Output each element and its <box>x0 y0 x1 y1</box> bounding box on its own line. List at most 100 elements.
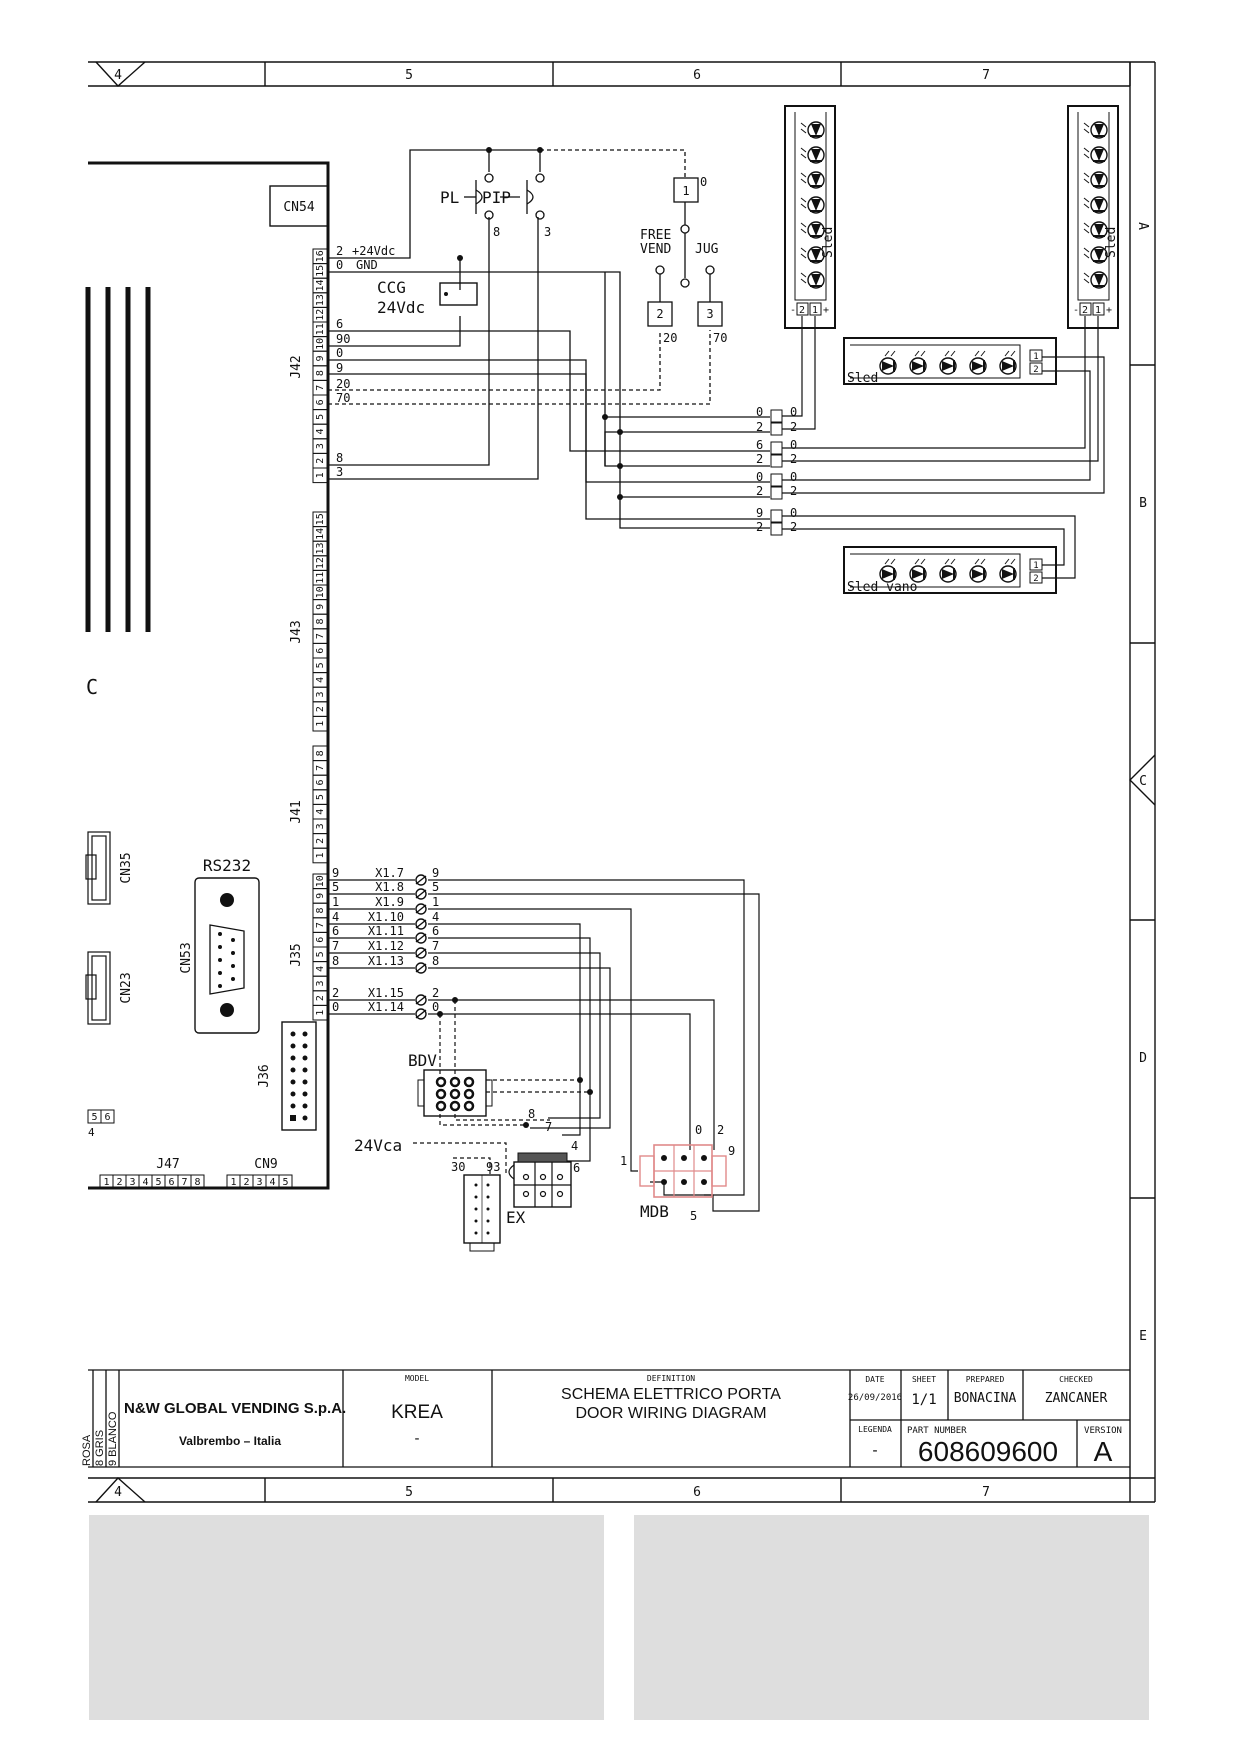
svg-text:2: 2 <box>717 1123 724 1137</box>
pin-number: 2 <box>116 1177 122 1188</box>
pin-number: 9 <box>315 893 326 899</box>
pin-number: 9 <box>315 604 326 610</box>
company-name: N&W GLOBAL VENDING S.p.A. <box>124 1400 346 1417</box>
lower-numbers: 8 7 4 6 30 93 0 2 9 1 5 <box>451 1107 735 1223</box>
svg-text:2: 2 <box>790 452 797 466</box>
pin-number: 10 <box>315 338 326 350</box>
pin-number: 7 <box>315 922 326 928</box>
svg-text:DEFINITION: DEFINITION <box>647 1374 695 1383</box>
col-marker-5: 5 <box>405 68 413 83</box>
sled-label-h1: Sled <box>847 371 878 386</box>
svg-text:0: 0 <box>700 175 707 189</box>
pin-number: 1 <box>315 472 326 478</box>
pl-pip-switches <box>464 150 545 220</box>
pin-number: 7 <box>315 385 326 391</box>
svg-text:LEGENDA: LEGENDA <box>858 1425 892 1434</box>
svg-text:2: 2 <box>799 305 805 316</box>
pin-number: 6 <box>315 937 326 943</box>
pin-number: 7 <box>181 1177 187 1188</box>
svg-text:2: 2 <box>1033 574 1038 584</box>
blank-panel-right <box>634 1515 1149 1720</box>
pin-number: 3 <box>256 1177 262 1188</box>
svg-text:1: 1 <box>1033 352 1038 362</box>
pin-number: 8 <box>315 907 326 913</box>
pin-number: 10 <box>315 875 326 887</box>
pl-out-num: 8 <box>493 225 500 239</box>
sheet-value: 1/1 <box>911 1392 936 1408</box>
svg-text:2: 2 <box>756 484 763 498</box>
j42-wire-70: 70 <box>336 391 350 405</box>
pin-number: 14 <box>315 279 326 291</box>
j35-dashed <box>413 1000 590 1175</box>
col-marker-6: 6 <box>693 68 701 83</box>
j35-right-number: 1 <box>432 895 439 909</box>
j42-wire-labels: 2 +24Vdc 0 GND 6 90 0 9 20 70 8 3 <box>336 244 395 479</box>
j35-right-number: 9 <box>432 866 439 880</box>
fragment-pin-4: 4 <box>88 1126 95 1139</box>
svg-text:0: 0 <box>790 506 797 520</box>
sled-horizontal-1: 1 2 Sled <box>843 337 1057 386</box>
svg-text:PART NUMBER: PART NUMBER <box>907 1426 967 1436</box>
cn9-label: CN9 <box>254 1157 277 1172</box>
sled-label-2: Sled <box>1104 227 1119 258</box>
j35-label: J35 <box>289 943 304 966</box>
svg-text:2: 2 <box>790 484 797 498</box>
svg-text:-: - <box>870 1441 879 1459</box>
svg-text:2: 2 <box>790 520 797 534</box>
svg-text:0: 0 <box>790 405 797 419</box>
j42-wire-8: 8 <box>336 451 343 465</box>
pin-number: 6 <box>315 648 326 654</box>
pin-number: 8 <box>194 1177 200 1188</box>
pin-number: 2 <box>315 706 326 712</box>
j35-right-number: 2 <box>432 986 439 1000</box>
ccg-component: CCG 24Vdc <box>377 278 478 317</box>
svg-text:93: 93 <box>486 1160 500 1174</box>
main-board <box>85 161 330 1190</box>
j35-right-number: 4 <box>432 910 439 924</box>
j36-header <box>281 1021 317 1131</box>
blank-panel-left <box>89 1515 604 1720</box>
j42-wiring <box>328 149 770 529</box>
j35-right-number: 5 <box>432 880 439 894</box>
24vca-label: 24Vca <box>354 1136 402 1155</box>
svg-text:2: 2 <box>1033 365 1038 375</box>
sled-vano: 1 2 Sled vano <box>843 546 1057 595</box>
pin-number: 4 <box>315 809 326 815</box>
pin-number: 13 <box>315 294 326 306</box>
pin-number: 4 <box>315 966 326 972</box>
date-value: 26/09/2016 <box>848 1393 902 1403</box>
col-marker-7: 7 <box>982 68 990 83</box>
row-markers: A B C D E <box>1135 222 1150 1344</box>
pin-number: 4 <box>315 677 326 683</box>
bdv-connector: BDV <box>408 1051 493 1117</box>
col-marker-7-bottom: 7 <box>982 1485 990 1500</box>
pin-number: 1 <box>315 721 326 727</box>
j35-dots <box>437 997 593 1128</box>
svg-text:0: 0 <box>790 438 797 452</box>
j35-wire-number: 5 <box>332 880 339 894</box>
j42-wire-3: 3 <box>336 465 343 479</box>
pin-number: 1 <box>315 1010 326 1016</box>
row-marker-a: A <box>1135 222 1150 230</box>
j35-terminal-label: X1.13 <box>368 954 404 968</box>
cn23-usb <box>85 951 111 1025</box>
free-vend-jug-switches <box>647 177 723 327</box>
sled-vano-label: Sled vano <box>847 580 917 595</box>
svg-text:1: 1 <box>682 184 689 198</box>
jug-label: JUG <box>695 242 719 257</box>
j35-right-number: 8 <box>432 954 439 968</box>
pin-number: 15 <box>315 513 326 525</box>
svg-text:2: 2 <box>790 420 797 434</box>
pin-number: 10 <box>315 586 326 598</box>
